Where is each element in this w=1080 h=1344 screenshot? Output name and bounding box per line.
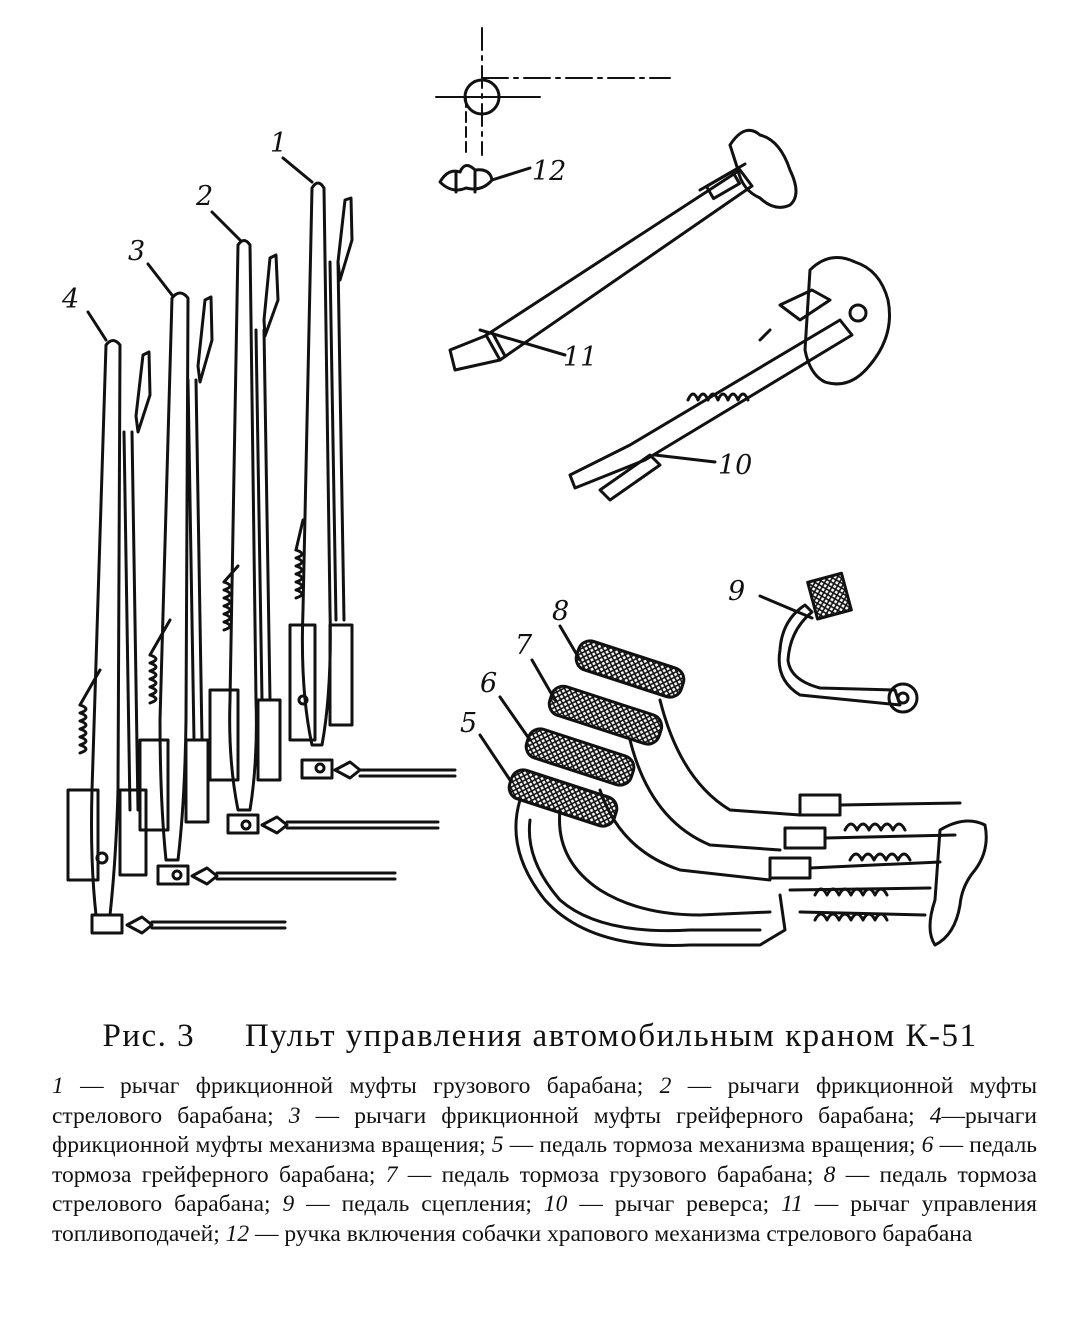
legend-item: 3 — рычаги фрикционной муфты грейферного… <box>289 1103 930 1129</box>
legend-item-separator: — <box>941 1102 965 1129</box>
crane-control-drawing: 1 2 3 4 5 6 7 8 9 10 11 12 <box>61 27 988 947</box>
label-2: 2 <box>195 181 213 212</box>
legend-item-separator: — <box>567 1191 615 1217</box>
legend-item-separator: — <box>835 1161 880 1188</box>
legend-item-text: педаль тормоза механизма вращения; <box>539 1132 922 1158</box>
label-10: 10 <box>718 450 752 481</box>
legend-item: 4—рычаги фрикционной муфты механизма вра… <box>52 1103 1037 1159</box>
lever-4 <box>66 339 287 935</box>
legend-item-number: 4 <box>929 1102 942 1129</box>
pedal-pad-8 <box>574 639 686 699</box>
legend-item-text: рычаг фрикционной муфты грузового бараба… <box>119 1073 660 1099</box>
legend-item: 10 — рычаг реверса; <box>544 1191 781 1217</box>
label-1: 1 <box>270 128 287 159</box>
label-9: 9 <box>728 576 745 607</box>
label-7: 7 <box>515 630 533 661</box>
legend-item-number: 1 <box>52 1073 64 1099</box>
lever-1 <box>288 181 457 780</box>
legend-item-separator: — <box>397 1161 442 1188</box>
caption-title: Пульт управления автомобильным краном К-… <box>244 1018 978 1054</box>
label-4: 4 <box>61 284 79 315</box>
legend-item: 11 — рычаг управления топливоподачей; <box>52 1191 1037 1247</box>
caption-prefix: Рис. 3 <box>102 1018 196 1054</box>
label-5: 5 <box>460 708 477 739</box>
legend-item: 12 — ручка включения собачки храпового м… <box>226 1221 973 1247</box>
ratchet-handle-12 <box>435 27 671 194</box>
label-12: 12 <box>532 156 566 187</box>
legend-item: 1 — рычаг фрикционной муфты грузового ба… <box>52 1073 660 1099</box>
label-3: 3 <box>128 236 145 267</box>
legend-item: 5 — педаль тормоза механизма вращения; <box>492 1132 922 1158</box>
legend-item-separator: — <box>671 1073 728 1099</box>
reverse-lever-10 <box>568 256 892 502</box>
clutch-pedal-9 <box>758 571 919 714</box>
legend-item-number: 5 <box>491 1132 504 1158</box>
legend-item: 7 — педаль тормоза грузового барабана; <box>386 1162 824 1188</box>
legend-item-number: 11 <box>781 1191 803 1217</box>
legend-item-number: 6 <box>921 1132 934 1158</box>
legend-item-separator: — <box>933 1132 970 1158</box>
legend-item: 2 — рычаги фрикционной муфты стрелового … <box>52 1073 1037 1129</box>
label-11: 11 <box>563 342 597 373</box>
pedal-pad-7 <box>547 684 664 746</box>
legend-item-separator: — <box>63 1073 120 1099</box>
legend-item: 9 — педаль сцепления; <box>283 1191 544 1217</box>
brake-pedal-assembly <box>478 624 988 947</box>
legend-item-text: рычаг управления топливоподачей; <box>52 1191 1037 1247</box>
legend-item-number: 3 <box>288 1102 301 1129</box>
legend-item-number: 12 <box>225 1220 250 1247</box>
lever-3 <box>138 291 397 886</box>
legend-item-text: рычаги фрикционной муфты стрелового бара… <box>52 1073 1037 1129</box>
label-6: 6 <box>480 668 497 699</box>
fuel-lever-11 <box>448 128 798 372</box>
label-8: 8 <box>552 596 569 627</box>
figure-caption: Рис. 3 Пульт управления автомобильным кр… <box>0 1018 1080 1055</box>
legend-item-separator: — <box>503 1132 540 1158</box>
legend-item-number: 7 <box>385 1161 398 1188</box>
legend-item-text: рычаг реверса; <box>614 1191 782 1217</box>
legend-item-text: рычаги фрикционной муфты механизма враще… <box>52 1102 1037 1159</box>
legend-item-separator: — <box>294 1191 342 1217</box>
legend-item-text: педаль тормоза грузового барабана; <box>441 1161 824 1188</box>
legend-item: 6 — педаль тормоза грейферного барабана; <box>52 1132 1037 1188</box>
legend-item-number: 10 <box>543 1191 568 1217</box>
pedal-pad-6 <box>524 727 636 787</box>
lever-2 <box>208 239 440 835</box>
legend-item-separator: — <box>249 1220 285 1247</box>
legend-item-text: педаль тормоза грейферного барабана; <box>52 1132 1038 1188</box>
legend-item-number: 8 <box>823 1161 836 1188</box>
legend-item-separator: — <box>802 1191 851 1217</box>
legend-item-text: педаль тормоза стрелового барабана; <box>52 1161 1037 1218</box>
legend-item-number: 2 <box>659 1073 672 1099</box>
legend-item-separator: — <box>300 1102 355 1129</box>
legend-item-number: 9 <box>282 1191 295 1217</box>
legend-item-text: рычаги фрикционной муфты грейферного бар… <box>354 1102 930 1129</box>
legend-item: 8 — педаль тормоза стрелового барабана; <box>52 1162 1037 1218</box>
legend-item-text: ручка включения собачки храпового механи… <box>284 1220 973 1247</box>
legend-item-text: педаль сцепления; <box>341 1191 544 1217</box>
figure-legend: 1 — рычаг фрикционной муфты грузового ба… <box>52 1072 1037 1249</box>
